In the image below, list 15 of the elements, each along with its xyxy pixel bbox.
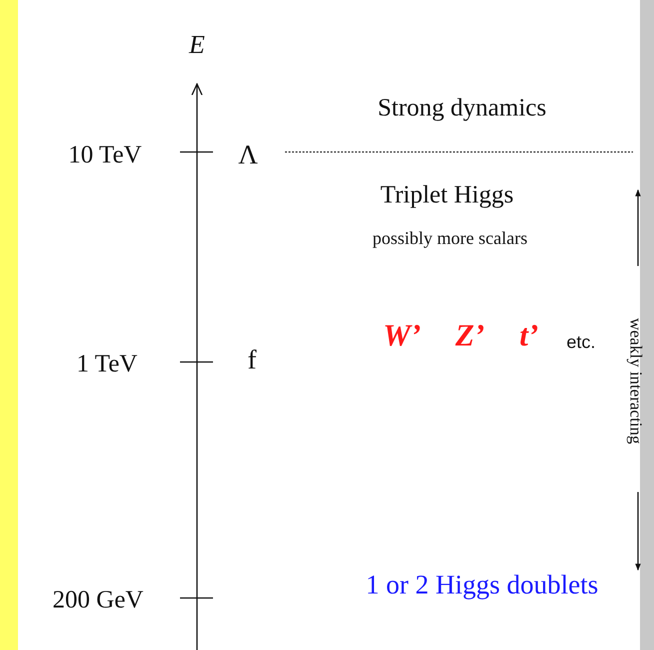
tick-label: 1 TeV — [76, 352, 138, 376]
tick-label: 200 GeV — [52, 588, 144, 612]
region-label: Triplet Higgs — [380, 182, 514, 208]
tick-label: 10 TeV — [68, 142, 142, 168]
region-label: Strong dynamics — [378, 96, 546, 120]
scale-symbol: f — [248, 346, 256, 374]
region-label: 1 or 2 Higgs doublets — [366, 572, 598, 598]
note-text: etc. — [566, 333, 596, 351]
range-label: weakly interacting — [628, 318, 644, 444]
note-text: possibly more scalars — [372, 229, 528, 247]
scale-symbol: Λ — [238, 142, 258, 168]
particle-label: t’ — [520, 320, 538, 350]
particle-label: Z’ — [455, 320, 485, 350]
axis-label: E — [189, 32, 205, 58]
particle-label: W’ — [383, 320, 421, 350]
